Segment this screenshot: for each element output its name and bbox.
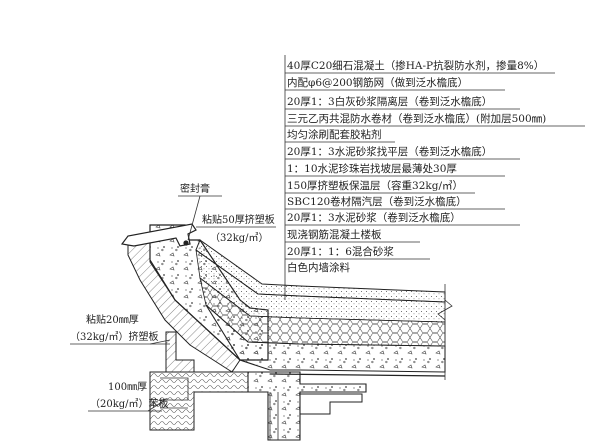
layer-label: 150厚挤塑板保温层（容重32kg/㎥） (287, 179, 463, 192)
layer-label: 40厚C20细石混凝土（掺HA-P抗裂防水剂，掺量8%） (287, 59, 544, 72)
layer-label: 1：10水泥珍珠岩找坡层最薄处30厚 (287, 162, 457, 175)
layer-label: 20厚1：1：6混合砂浆 (287, 245, 394, 258)
xps-50-label-line1: 粘贴50厚挤塑板 (202, 213, 275, 226)
xps-20-label-line2: （32kg/㎥）挤塑板 (70, 330, 159, 343)
left-annotations: 密封膏 粘贴50厚挤塑板 （32kg/㎥） 粘贴20㎜厚 （32kg/㎥）挤塑板… (70, 182, 276, 412)
sealant-joint (183, 240, 189, 246)
layer-label: 20厚1：3水泥砂浆找平层（卷到泛水檐底） (287, 145, 492, 158)
layer-label: 白色内墙涂料 (287, 261, 350, 274)
roof-section (120, 223, 453, 441)
eave-board (149, 371, 249, 431)
window-frame (299, 393, 363, 415)
xps-20-label-line1: 粘贴20㎜厚 (86, 313, 139, 326)
layer-label: 20厚1：3水泥砂浆（卷到泛水檐底） (287, 211, 461, 224)
layer-label: 均匀涂刷配套胶粘剂 (287, 128, 382, 141)
layer-label: 三元乙丙共混防水卷材（卷到泛水檐底）(附加层500㎜) (287, 112, 546, 125)
wall-beam (247, 371, 367, 441)
parapet-coping (120, 223, 197, 247)
board-100-label-line1: 100㎜厚 (108, 381, 147, 393)
board-100-label-line2: （20kg/㎥）苯板 (90, 397, 169, 410)
layer-label: SBC120卷材隔汽层（卷到泛水檐底） (287, 195, 467, 208)
layer-label: 内配φ6@200钢筋网（做到泛水檐底） (287, 76, 468, 89)
layer-callout-list: 40厚C20细石混凝土（掺HA-P抗裂防水剂，掺量8%） 内配φ6@200钢筋网… (284, 55, 585, 300)
break-line (437, 284, 453, 380)
layer-label: 20厚1：3白灰砂浆隔离层（卷到泛水檐底） (287, 95, 492, 108)
layer-label: 现浇钢筋混凝土楼板 (287, 228, 382, 241)
sealant-label: 密封膏 (180, 182, 210, 195)
xps-50-label-line2: （32kg/㎥） (210, 231, 269, 244)
